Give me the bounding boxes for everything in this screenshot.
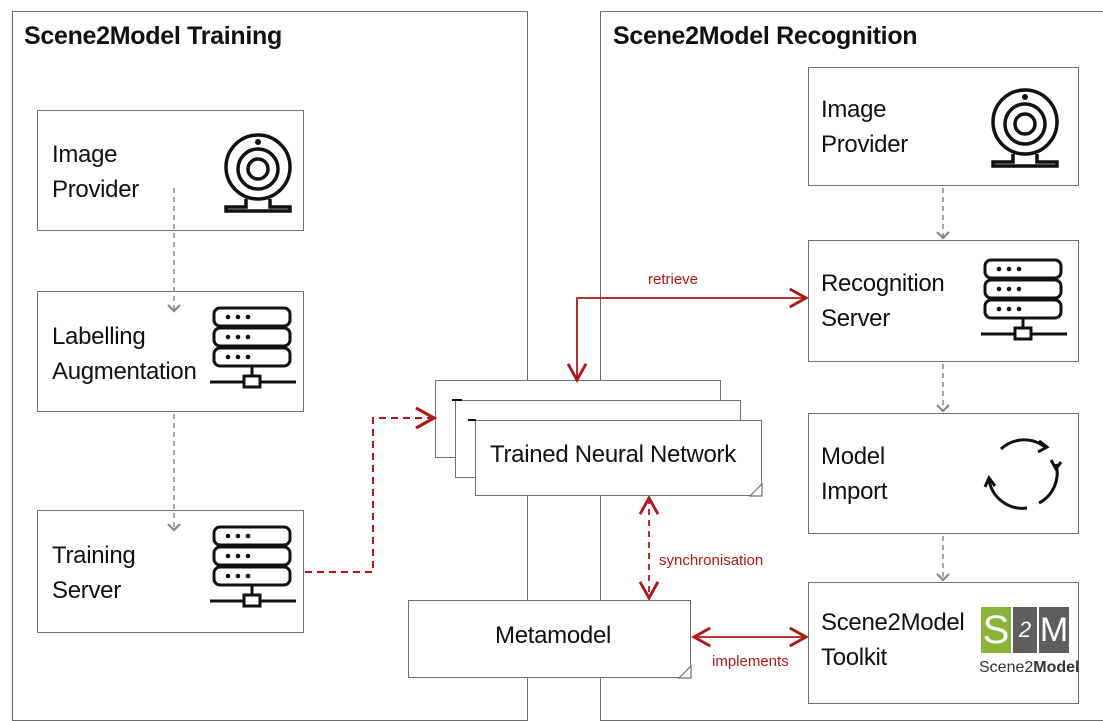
webcam-icon <box>224 133 292 213</box>
server-icon <box>210 306 296 389</box>
recognition-server-label: Recognition Server <box>821 270 945 332</box>
trained-network-doc-front[interactable]: Trained Neural Network <box>475 420 762 496</box>
sync-cycle-icon <box>983 438 1063 510</box>
recognition-image-provider-label: Image Provider <box>821 96 908 158</box>
recognition-panel-title: Scene2Model Recognition <box>613 22 918 50</box>
scene2model-toolkit-label: Scene2Model Toolkit <box>821 609 965 671</box>
scene2model-logo: S 2 M Scene2Model <box>977 605 1079 691</box>
implements-label: implements <box>712 653 789 670</box>
server-icon <box>210 525 296 608</box>
logo-letter-s: S <box>982 608 1010 652</box>
recognition-image-provider-box[interactable]: Image Provider <box>808 67 1079 186</box>
retrieve-label: retrieve <box>648 271 699 288</box>
synchronisation-label: synchronisation <box>659 552 764 569</box>
training-image-provider-label: Image Provider <box>52 141 139 203</box>
scene2model-toolkit-box[interactable]: Scene2Model Toolkit S 2 M Scene2Model <box>808 582 1079 704</box>
retrieve-arrow <box>566 287 809 383</box>
server-icon <box>981 258 1067 341</box>
training-panel-title: Scene2Model Training <box>24 22 282 50</box>
logo-caption-scene2: Scene2 <box>979 659 1034 676</box>
labelling-augmentation-label: Labelling Augmentation <box>52 323 197 385</box>
recognition-server-box[interactable]: Recognition Server <box>808 240 1079 362</box>
deploy-arrow <box>305 406 438 573</box>
metamodel-doc[interactable]: Metamodel <box>408 600 691 678</box>
metamodel-label: Metamodel <box>495 622 612 649</box>
model-import-box[interactable]: Model Import <box>808 413 1079 534</box>
model-import-label: Model Import <box>821 443 888 505</box>
training-image-provider-box[interactable]: Image Provider <box>37 110 304 231</box>
webcam-icon <box>991 88 1059 168</box>
trained-network-label: Trained Neural Network <box>490 441 736 468</box>
logo-caption-model: Model <box>1033 659 1080 676</box>
logo-letter-2: 2 <box>1018 617 1032 642</box>
logo-letter-m: M <box>1039 611 1069 649</box>
training-server-label: Training Server <box>52 542 136 604</box>
